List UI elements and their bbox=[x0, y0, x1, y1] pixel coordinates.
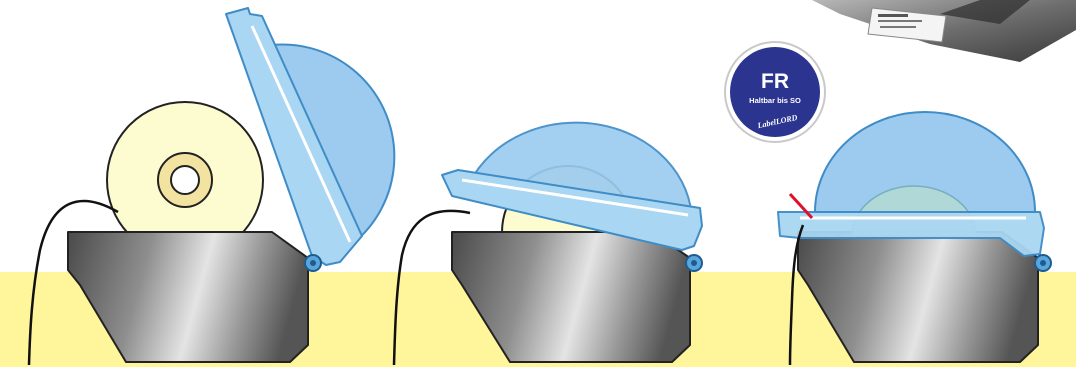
hinge-icon bbox=[1035, 255, 1051, 271]
printer-lid-icon bbox=[226, 8, 394, 265]
badge-subtitle: Haltbar bis SO bbox=[749, 96, 801, 105]
day-label-badge: FR Haltbar bis SO LabelLORD bbox=[725, 42, 825, 142]
hinge-icon bbox=[686, 255, 702, 271]
printer-photo bbox=[812, 0, 1076, 62]
badge-code: FR bbox=[761, 70, 789, 93]
hinge-icon bbox=[305, 255, 321, 271]
